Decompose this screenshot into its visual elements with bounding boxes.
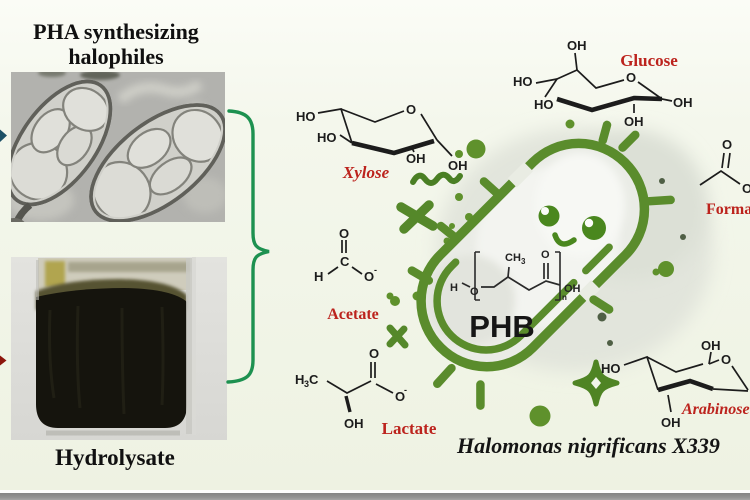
svg-text:C: C xyxy=(340,254,350,269)
svg-text:HO: HO xyxy=(601,361,621,376)
svg-text:-: - xyxy=(374,265,377,275)
svg-text:Xylose: Xylose xyxy=(342,163,390,182)
svg-text:H: H xyxy=(295,372,304,387)
svg-text:-: - xyxy=(404,385,407,395)
svg-text:HO: HO xyxy=(513,74,533,89)
svg-text:O: O xyxy=(369,346,379,361)
svg-text:Lactate: Lactate xyxy=(382,419,437,438)
svg-text:OH: OH xyxy=(701,338,721,353)
svg-text:CH: CH xyxy=(505,252,521,264)
svg-text:PHA synthesizing: PHA synthesizing xyxy=(33,19,199,44)
svg-text:halophiles: halophiles xyxy=(68,44,164,69)
svg-text:Acetate: Acetate xyxy=(327,306,379,323)
svg-text:O: O xyxy=(364,269,374,284)
svg-text:H: H xyxy=(314,269,323,284)
svg-text:OH: OH xyxy=(661,415,681,430)
svg-text:O: O xyxy=(722,137,732,152)
svg-text:O: O xyxy=(470,286,479,298)
svg-text:O: O xyxy=(742,181,750,196)
svg-text:H: H xyxy=(450,282,458,294)
svg-text:O: O xyxy=(395,389,405,404)
svg-text:OH: OH xyxy=(564,283,581,295)
svg-text:3: 3 xyxy=(304,379,309,389)
svg-text:Hydrolysate: Hydrolysate xyxy=(55,445,175,470)
svg-text:OH: OH xyxy=(673,95,693,110)
svg-text:O: O xyxy=(339,226,349,241)
svg-text:HO: HO xyxy=(534,97,554,112)
svg-text:PHB: PHB xyxy=(469,309,534,344)
svg-text:C: C xyxy=(309,372,319,387)
svg-text:O: O xyxy=(626,70,636,85)
svg-text:OH: OH xyxy=(344,416,364,431)
svg-text:OH: OH xyxy=(567,38,587,53)
svg-text:Formate: Formate xyxy=(706,201,750,218)
svg-text:O: O xyxy=(406,102,416,117)
svg-text:OH: OH xyxy=(406,151,426,166)
svg-text:O: O xyxy=(541,249,550,261)
svg-text:n: n xyxy=(562,293,567,302)
svg-text:HO: HO xyxy=(317,130,337,145)
svg-text:HO: HO xyxy=(296,109,316,124)
svg-text:3: 3 xyxy=(521,257,526,266)
svg-text:Glucose: Glucose xyxy=(620,51,678,70)
svg-text:OH: OH xyxy=(448,158,468,173)
svg-text:Arabinose: Arabinose xyxy=(681,401,750,418)
svg-text:Halomonas nigrificans X339: Halomonas nigrificans X339 xyxy=(456,433,720,458)
svg-text:OH: OH xyxy=(624,114,644,129)
svg-text:O: O xyxy=(721,352,731,367)
